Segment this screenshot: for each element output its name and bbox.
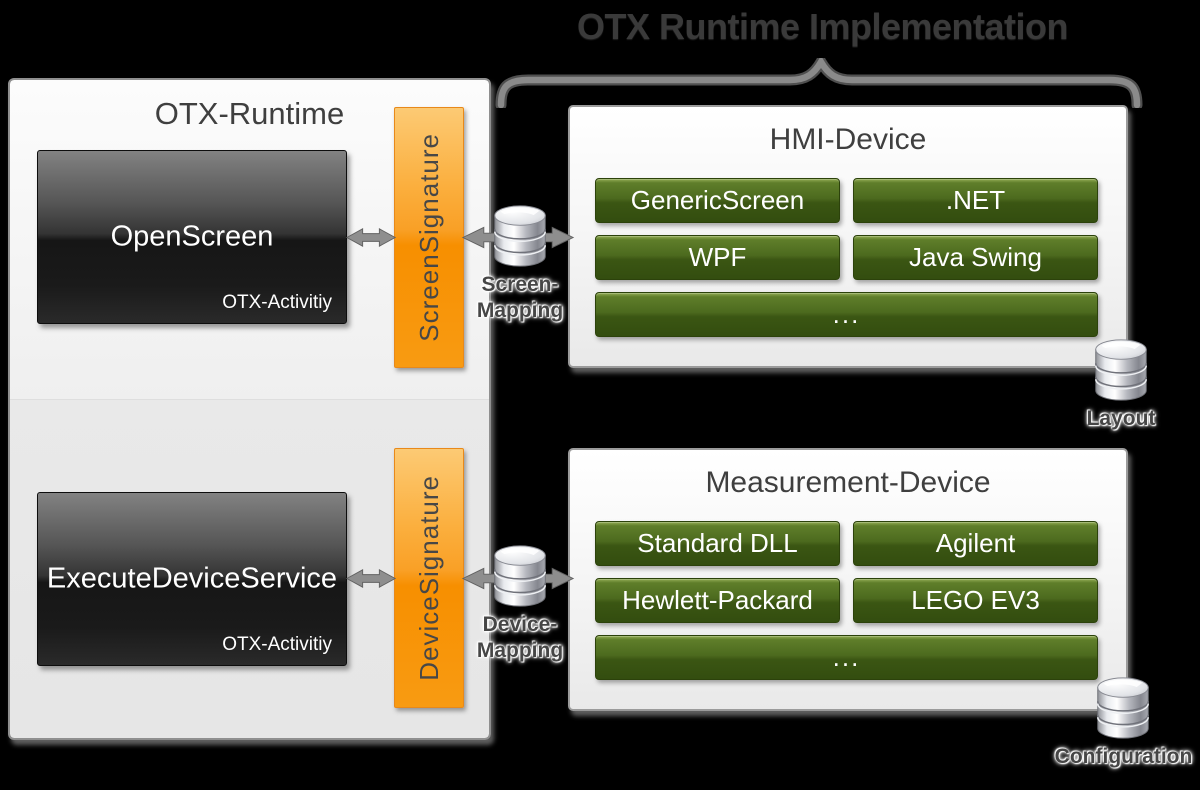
implementation-lego-ev3: LEGO EV3 bbox=[853, 578, 1098, 623]
measurement-device-panel: Measurement-Device Standard DLL Agilent … bbox=[568, 448, 1128, 711]
screen-mapping-line1: Screen- bbox=[481, 273, 559, 296]
activity-box-openscreen: OpenScreen OTX-Activitiy bbox=[37, 150, 347, 324]
activity-box-executedeviceservice: ExecuteDeviceService OTX-Activitiy bbox=[37, 492, 347, 666]
device-signature-label: DeviceSignature bbox=[413, 475, 444, 681]
device-mapping-label: Device- Mapping bbox=[445, 612, 595, 664]
implementation-ellipsis: ... bbox=[595, 635, 1098, 680]
device-mapping-line2: Mapping bbox=[476, 639, 564, 662]
database-icon bbox=[1095, 339, 1147, 401]
activity-name: ExecuteDeviceService bbox=[46, 562, 338, 595]
device-signature-bar: DeviceSignature bbox=[394, 448, 464, 708]
activity-name: OpenScreen bbox=[110, 220, 274, 253]
activity-type-label: OTX-Activitiy bbox=[222, 634, 332, 655]
runtime-panel-title: OTX-Runtime bbox=[154, 96, 345, 131]
implementation-genericscreen: GenericScreen bbox=[595, 178, 840, 223]
implementation-standard-dll: Standard DLL bbox=[595, 521, 840, 566]
implementation-agilent: Agilent bbox=[853, 521, 1098, 566]
bidirectional-arrow-icon bbox=[345, 569, 397, 588]
activity-type-label: OTX-Activitiy bbox=[222, 292, 332, 313]
database-icon bbox=[1097, 677, 1149, 739]
diagram-title: OTX Runtime Implementation bbox=[576, 6, 1069, 47]
configuration-datastore-label: Configuration bbox=[1054, 745, 1193, 768]
layout-datastore-label: Layout bbox=[1086, 407, 1156, 430]
database-icon bbox=[494, 205, 546, 267]
measurement-device-title: Measurement-Device bbox=[705, 466, 991, 499]
device-mapping-line1: Device- bbox=[482, 613, 558, 636]
hmi-device-title: HMI-Device bbox=[769, 123, 927, 156]
screen-signature-label: ScreenSignature bbox=[413, 133, 444, 342]
implementation-java-swing: Java Swing bbox=[853, 235, 1098, 280]
bidirectional-arrow-icon bbox=[345, 228, 397, 247]
screen-mapping-line2: Mapping bbox=[476, 299, 564, 322]
implementation-ellipsis: ... bbox=[595, 292, 1098, 337]
implementation-hewlett-packard: Hewlett-Packard bbox=[595, 578, 840, 623]
hmi-device-panel: HMI-Device GenericScreen .NET WPF Java S… bbox=[568, 105, 1128, 368]
screen-mapping-label: Screen- Mapping bbox=[445, 272, 595, 324]
implementation-wpf: WPF bbox=[595, 235, 840, 280]
implementation-dotnet: .NET bbox=[853, 178, 1098, 223]
database-icon bbox=[494, 545, 546, 607]
brace-decoration bbox=[495, 58, 1143, 108]
screen-signature-bar: ScreenSignature bbox=[394, 107, 464, 368]
